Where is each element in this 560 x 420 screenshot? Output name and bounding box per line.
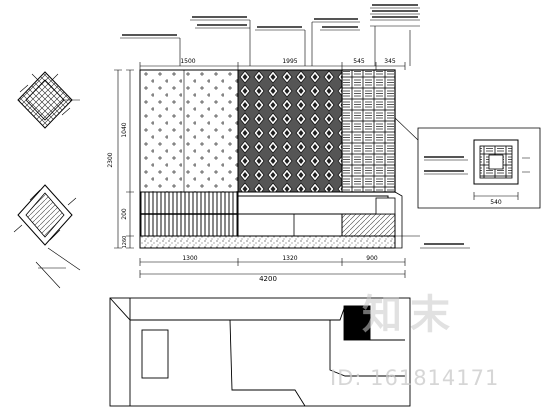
dim-top-3: 545 <box>353 58 365 65</box>
elevation-wall <box>139 69 420 249</box>
top-annotations <box>120 7 420 70</box>
dim-left-2: 200 <box>121 208 128 220</box>
dim-total: 4200 <box>259 275 277 283</box>
bottom-dimension-lines <box>139 258 406 278</box>
detail-dimension: 540 <box>490 199 502 206</box>
dim-top-4: 345 <box>384 58 396 65</box>
dim-left-1: 1040 <box>121 122 128 137</box>
dim-left-3: 1260 <box>122 236 128 249</box>
left-detail-lower <box>13 184 81 289</box>
watermark-id: ID: 161814171 <box>330 366 500 390</box>
watermark-logo: 知末 <box>362 292 458 338</box>
left-detail-upper <box>17 71 80 129</box>
dim-bottom-2: 1320 <box>282 255 297 262</box>
left-dimension-lines <box>114 69 134 249</box>
plan-view <box>109 297 411 407</box>
dim-bottom-3: 900 <box>366 255 378 262</box>
top-annotation-marks <box>122 4 418 36</box>
dim-top-1: 1500 <box>180 58 195 65</box>
dim-bottom-1: 1300 <box>182 255 197 262</box>
right-detail-callout <box>394 117 541 209</box>
dim-top-2: 1995 <box>282 58 297 65</box>
dim-left-total: 2300 <box>107 152 114 167</box>
right-annotation <box>420 243 470 249</box>
